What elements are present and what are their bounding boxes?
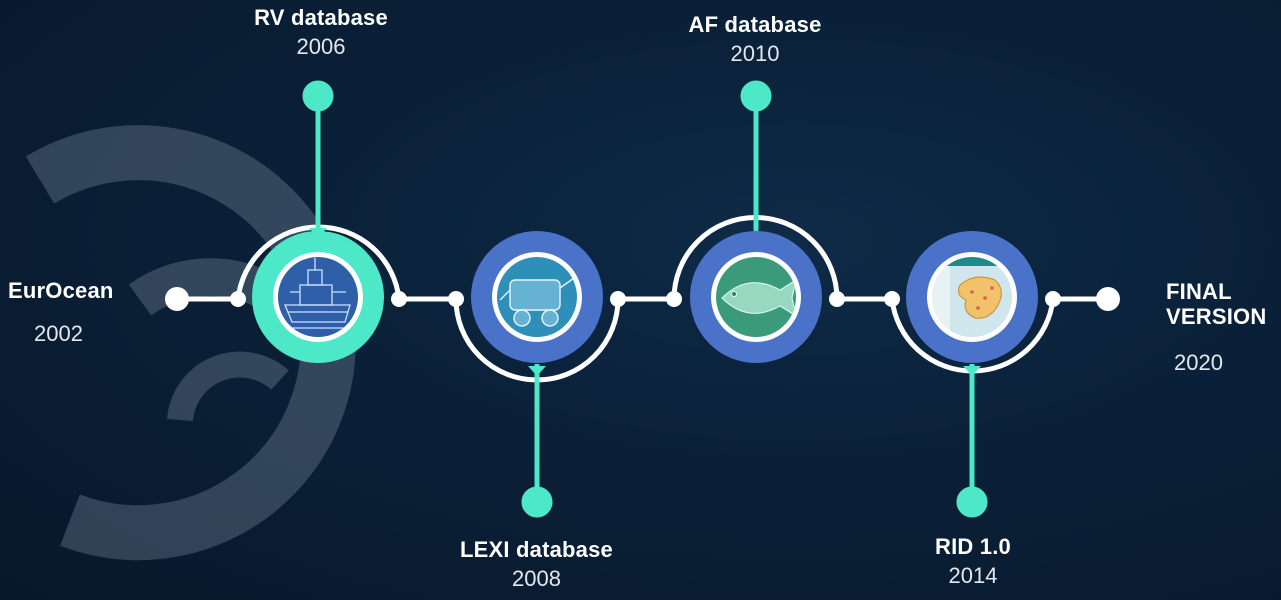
rv-node (252, 231, 384, 363)
arc-joint-dots (230, 291, 1061, 307)
af-node (690, 231, 822, 363)
stem-dot-af (740, 80, 772, 112)
milestone-title: LEXI database (460, 537, 613, 562)
milestone-title: AF database (688, 12, 822, 37)
milestone-year: 2002 (34, 321, 83, 347)
milestone-title: RV database (254, 5, 388, 30)
milestone-year: 2014 (948, 563, 998, 589)
milestone-rv: RV database 2006 (226, 5, 416, 60)
rid-node (906, 231, 1038, 363)
end-node (1096, 287, 1120, 311)
milestone-af: AF database 2010 (660, 12, 850, 67)
milestone-lexi: LEXI database 2008 (434, 537, 639, 592)
equipment-rov-icon (497, 257, 577, 337)
stem-arrow-rid (963, 366, 981, 376)
stem-dot-rid (956, 486, 988, 518)
milestone-year: 2010 (730, 41, 780, 67)
milestone-eurocean: EurOcean 2002 (8, 278, 138, 347)
stem-dot-lexi (521, 486, 553, 518)
milestone-rid: RID 1.0 2014 (898, 534, 1048, 589)
milestone-year: 2006 (296, 34, 346, 60)
milestone-year: 2008 (512, 566, 561, 592)
milestone-title: FINAL VERSION (1166, 279, 1267, 330)
research-vessel-blueprint-icon (278, 257, 358, 337)
stem-dot-rv (302, 80, 334, 112)
milestone-title: RID 1.0 (935, 534, 1011, 559)
lexi-node (471, 231, 603, 363)
milestone-final-version: FINAL VERSION 2020 (1166, 279, 1278, 375)
stem-arrow-lexi (528, 366, 546, 376)
milestone-title: EurOcean (8, 278, 114, 303)
start-node (165, 287, 189, 311)
europe-map-icon (932, 257, 1012, 337)
milestone-year: 2020 (1174, 349, 1223, 375)
fish-icon (716, 257, 796, 337)
